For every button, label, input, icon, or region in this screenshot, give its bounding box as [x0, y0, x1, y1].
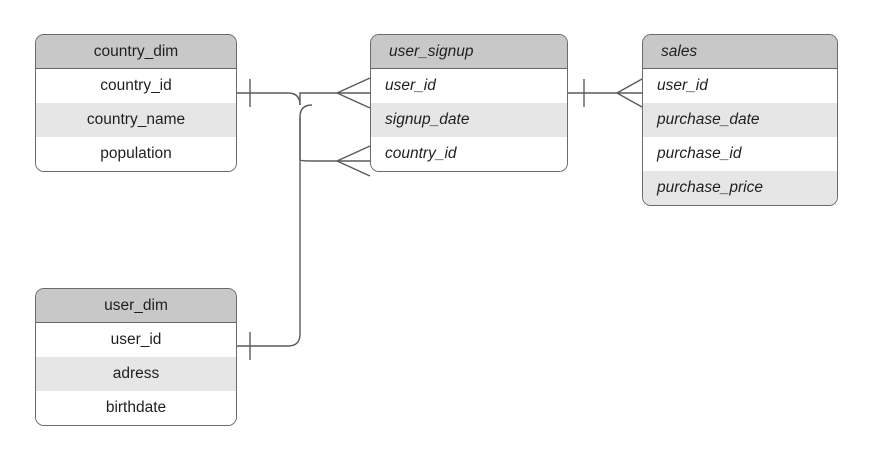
crowsfoot-user-signup-country-id [336, 145, 371, 177]
crowsfoot-user-signup-user-id [336, 77, 371, 109]
entity-column-country-name[interactable]: country_name [36, 103, 236, 137]
entity-column-country-id[interactable]: country_id [36, 69, 236, 103]
crowsfoot-sales-user-id [616, 78, 643, 108]
entity-table-sales[interactable]: sales user_id purchase_date purchase_id … [642, 34, 838, 206]
entity-column-signup-date[interactable]: signup_date [371, 103, 567, 137]
entity-column-birthdate[interactable]: birthdate [36, 391, 236, 425]
relationship-user-signup-sales [568, 78, 643, 108]
entity-column-purchase-id[interactable]: purchase_id [643, 137, 837, 171]
link-path-country-dim [237, 92, 301, 106]
entity-table-user-signup[interactable]: user_signup user_id signup_date country_… [370, 34, 568, 172]
entity-column-user-dim-user-id[interactable]: user_id [36, 323, 236, 357]
entity-column-adress[interactable]: adress [36, 357, 236, 391]
relationship-country-dim-user-signup [237, 77, 371, 109]
entity-title-user-signup: user_signup [371, 35, 567, 69]
entity-column-country-id-fk[interactable]: country_id [371, 137, 567, 171]
entity-title-user-dim: user_dim [36, 289, 236, 323]
entity-title-country-dim: country_dim [36, 35, 236, 69]
link-path-user-dim [237, 104, 313, 347]
entity-title-sales: sales [643, 35, 837, 69]
entity-column-sales-user-id[interactable]: user_id [643, 69, 837, 103]
link-path-user-dim-b [299, 117, 337, 162]
link-path-country-dim-b [299, 92, 337, 105]
entity-table-country-dim[interactable]: country_dim country_id country_name popu… [35, 34, 237, 172]
entity-column-user-id[interactable]: user_id [371, 69, 567, 103]
entity-column-population[interactable]: population [36, 137, 236, 171]
entity-column-purchase-price[interactable]: purchase_price [643, 171, 837, 205]
entity-table-user-dim[interactable]: user_dim user_id adress birthdate [35, 288, 237, 426]
entity-column-purchase-date[interactable]: purchase_date [643, 103, 837, 137]
relationship-user-dim-user-signup [237, 104, 371, 360]
